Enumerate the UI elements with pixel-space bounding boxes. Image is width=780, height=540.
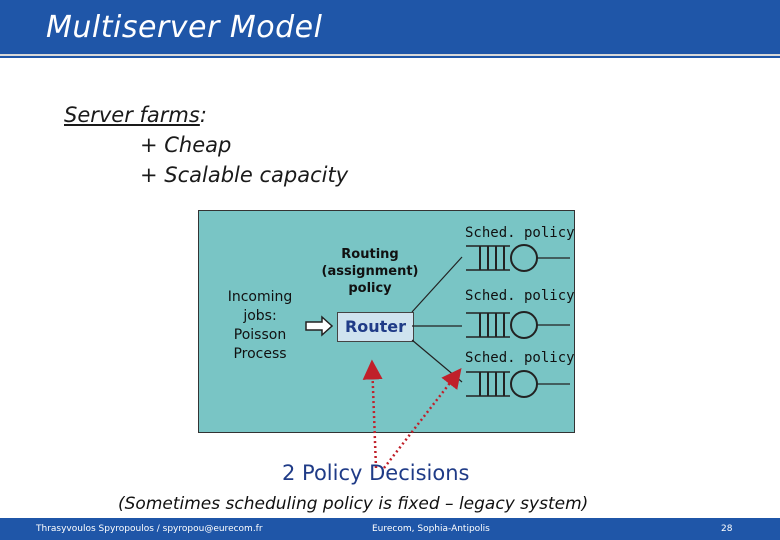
incoming-line-4: Process (233, 346, 287, 362)
routing-line-2: (assignment) (321, 264, 419, 279)
decision-arrow-routing (362, 359, 383, 469)
slide-title: Multiserver Model (46, 10, 323, 45)
footer-bar: Thrasyvoulos Spyropoulos / spyropou@eure… (0, 518, 780, 540)
server-queue-2 (466, 311, 570, 339)
routing-policy-label: Routing (assignment) policy (318, 246, 422, 297)
incoming-line-3: Poisson (233, 327, 287, 343)
incoming-arrow (305, 315, 334, 337)
route-line-1 (411, 256, 463, 313)
incoming-line-1: Incoming (227, 289, 293, 305)
server-queue-1 (466, 244, 570, 272)
bullet-heading-text: Server farms (64, 103, 200, 127)
incoming-line-2: jobs: (243, 308, 277, 324)
bullet-item-scalable: + Scalable capacity (140, 163, 349, 187)
title-bar: Multiserver Model (0, 0, 780, 58)
policy-decisions-label: 2 Policy Decisions (282, 461, 470, 485)
server-queue-3 (466, 370, 570, 398)
incoming-jobs-label: Incoming jobs: Poisson Process (222, 288, 298, 364)
sched-policy-label-2: Sched. policy (465, 288, 575, 304)
legacy-note: (Sometimes scheduling policy is fixed – … (118, 494, 589, 514)
footer-author: Thrasyvoulos Spyropoulos / spyropou@eure… (36, 524, 263, 534)
bullet-list: Server farms: + Cheap + Scalable capacit… (64, 100, 348, 190)
bullet-item-cheap: + Cheap (140, 133, 232, 157)
routing-line-3: policy (348, 281, 392, 296)
routing-line-1: Routing (341, 247, 399, 262)
bullet-heading-colon: : (199, 103, 207, 127)
sched-policy-label-1: Sched. policy (465, 225, 575, 241)
sched-policy-label-3: Sched. policy (465, 350, 575, 366)
footer-page-number: 28 (721, 524, 733, 534)
footer-institution: Eurecom, Sophia-Antipolis (372, 524, 490, 534)
router-box: Router (337, 312, 414, 342)
title-rule (0, 54, 780, 56)
decision-arrow-scheduling (383, 368, 462, 469)
bullet-heading: Server farms: (64, 100, 348, 130)
